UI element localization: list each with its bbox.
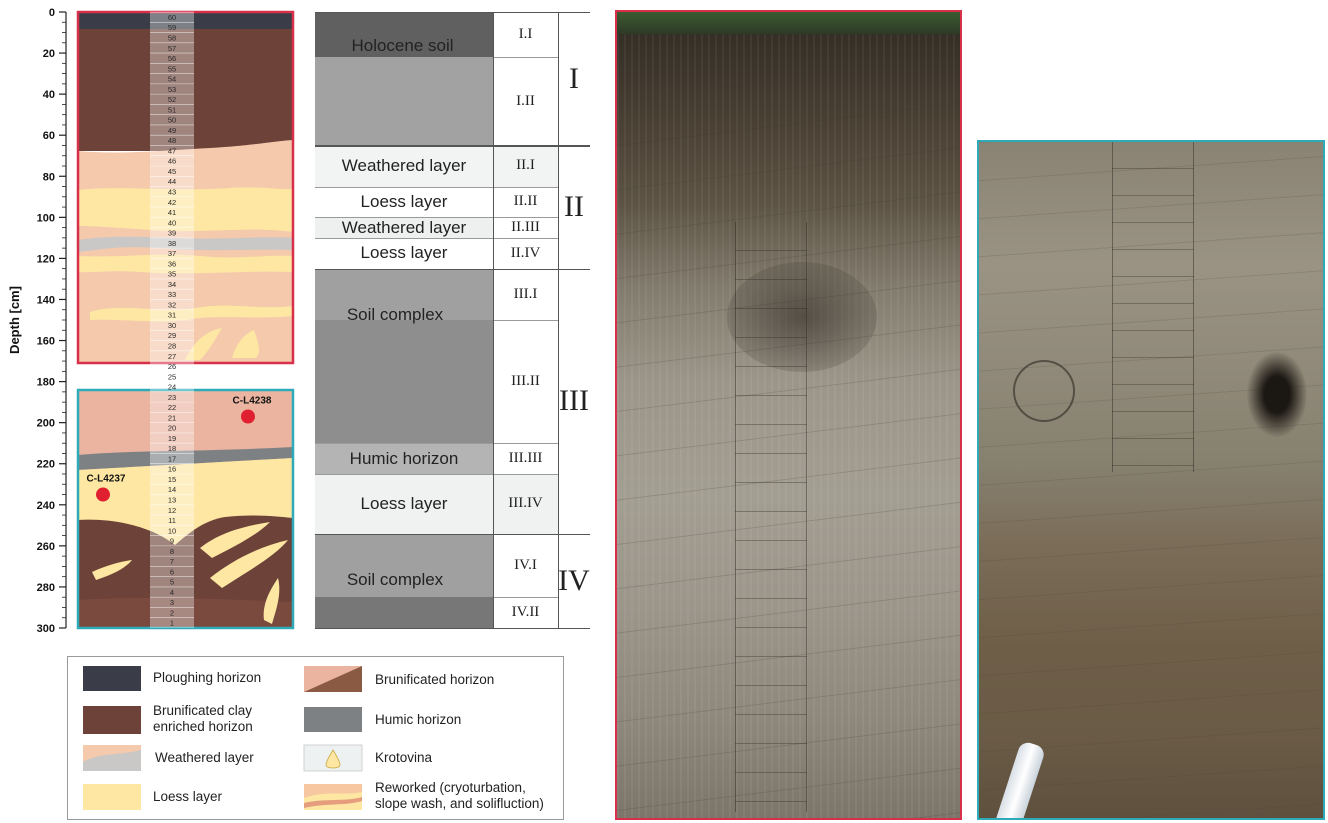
strat-layer-label: Weathered layer xyxy=(315,145,493,186)
strat-layer-label: Weathered layer xyxy=(315,217,493,238)
strat-sub-divider xyxy=(493,443,558,444)
strat-code-ii-iii: II.III xyxy=(493,217,558,238)
strat-sub-divider xyxy=(493,57,558,58)
strat-unit-divider xyxy=(315,269,590,270)
profile-photo-upper xyxy=(615,10,962,820)
strat-code-iii-i: III.I xyxy=(493,269,558,320)
strat-unit-ii: II xyxy=(558,145,590,268)
strat-code-i-i: I.I xyxy=(493,12,558,57)
strat-layer-label: Soil complex xyxy=(315,534,475,628)
photo-sampling-grid xyxy=(735,222,807,812)
profile-photo-lower xyxy=(977,140,1325,820)
legend-label-reworked: Reworked (cryoturbation, slope wash, and… xyxy=(375,780,555,811)
strat-layer-label: Holocene soil xyxy=(315,12,490,145)
strat-code-i-ii: I.II xyxy=(493,57,558,145)
strat-group-divider xyxy=(315,443,493,444)
legend-label-ploughing: Ploughing horizon xyxy=(153,670,293,686)
strat-sub-divider xyxy=(493,320,558,321)
strat-sub-divider xyxy=(493,597,558,598)
strat-unit-iv: IV xyxy=(558,534,590,628)
strat-sub-divider xyxy=(493,238,558,239)
strat-sub-divider xyxy=(493,217,558,218)
strat-bottom-rule xyxy=(315,628,590,629)
strat-code-iv-ii: IV.II xyxy=(493,597,558,628)
photo-sampling-grid xyxy=(1112,142,1194,472)
photo-krotovina-hole xyxy=(1247,352,1307,437)
strat-sub-divider xyxy=(493,187,558,188)
strat-group-divider xyxy=(315,217,493,218)
legend-label-clay: Brunificated clay enriched horizon xyxy=(153,703,283,734)
legend-label-weathered: Weathered layer xyxy=(155,750,295,766)
strat-layer-label: Soil complex xyxy=(315,269,475,444)
strat-layer-label: Humic horizon xyxy=(315,443,493,474)
strat-layer-label: Loess layer xyxy=(315,187,493,218)
strat-group-divider xyxy=(315,238,493,239)
legend-label-loess: Loess layer xyxy=(153,789,293,805)
strat-unit-divider xyxy=(315,12,590,13)
photo-circle-mark xyxy=(1013,360,1075,422)
strat-group-divider xyxy=(315,474,493,475)
photo-scale-handle xyxy=(994,740,1047,820)
strat-column-rule xyxy=(558,12,559,628)
legend-label-krotovina: Krotovina xyxy=(375,750,555,766)
strat-layer-label: Loess layer xyxy=(315,474,493,534)
strat-layer-label: Loess layer xyxy=(315,238,493,269)
strat-sub-divider xyxy=(493,474,558,475)
strat-unit-divider xyxy=(315,145,590,146)
strat-code-iii-iii: III.III xyxy=(493,443,558,474)
legend-label-humic: Humic horizon xyxy=(375,712,555,728)
strat-unit-i: I xyxy=(558,12,590,145)
strat-code-ii-i: II.I xyxy=(493,145,558,186)
strat-column-rule xyxy=(493,12,494,628)
strat-unit-iii: III xyxy=(558,269,590,534)
photo-grass-strip xyxy=(617,12,960,34)
strat-code-ii-ii: II.II xyxy=(493,187,558,218)
strat-code-iii-ii: III.II xyxy=(493,320,558,443)
strat-code-ii-iv: II.IV xyxy=(493,238,558,269)
strat-code-iii-iv: III.IV xyxy=(493,474,558,534)
strat-unit-divider xyxy=(315,534,590,535)
strat-code-iv-i: IV.I xyxy=(493,534,558,598)
legend-label-brunificated: Brunificated horizon xyxy=(375,672,555,688)
strat-group-divider xyxy=(315,187,493,188)
